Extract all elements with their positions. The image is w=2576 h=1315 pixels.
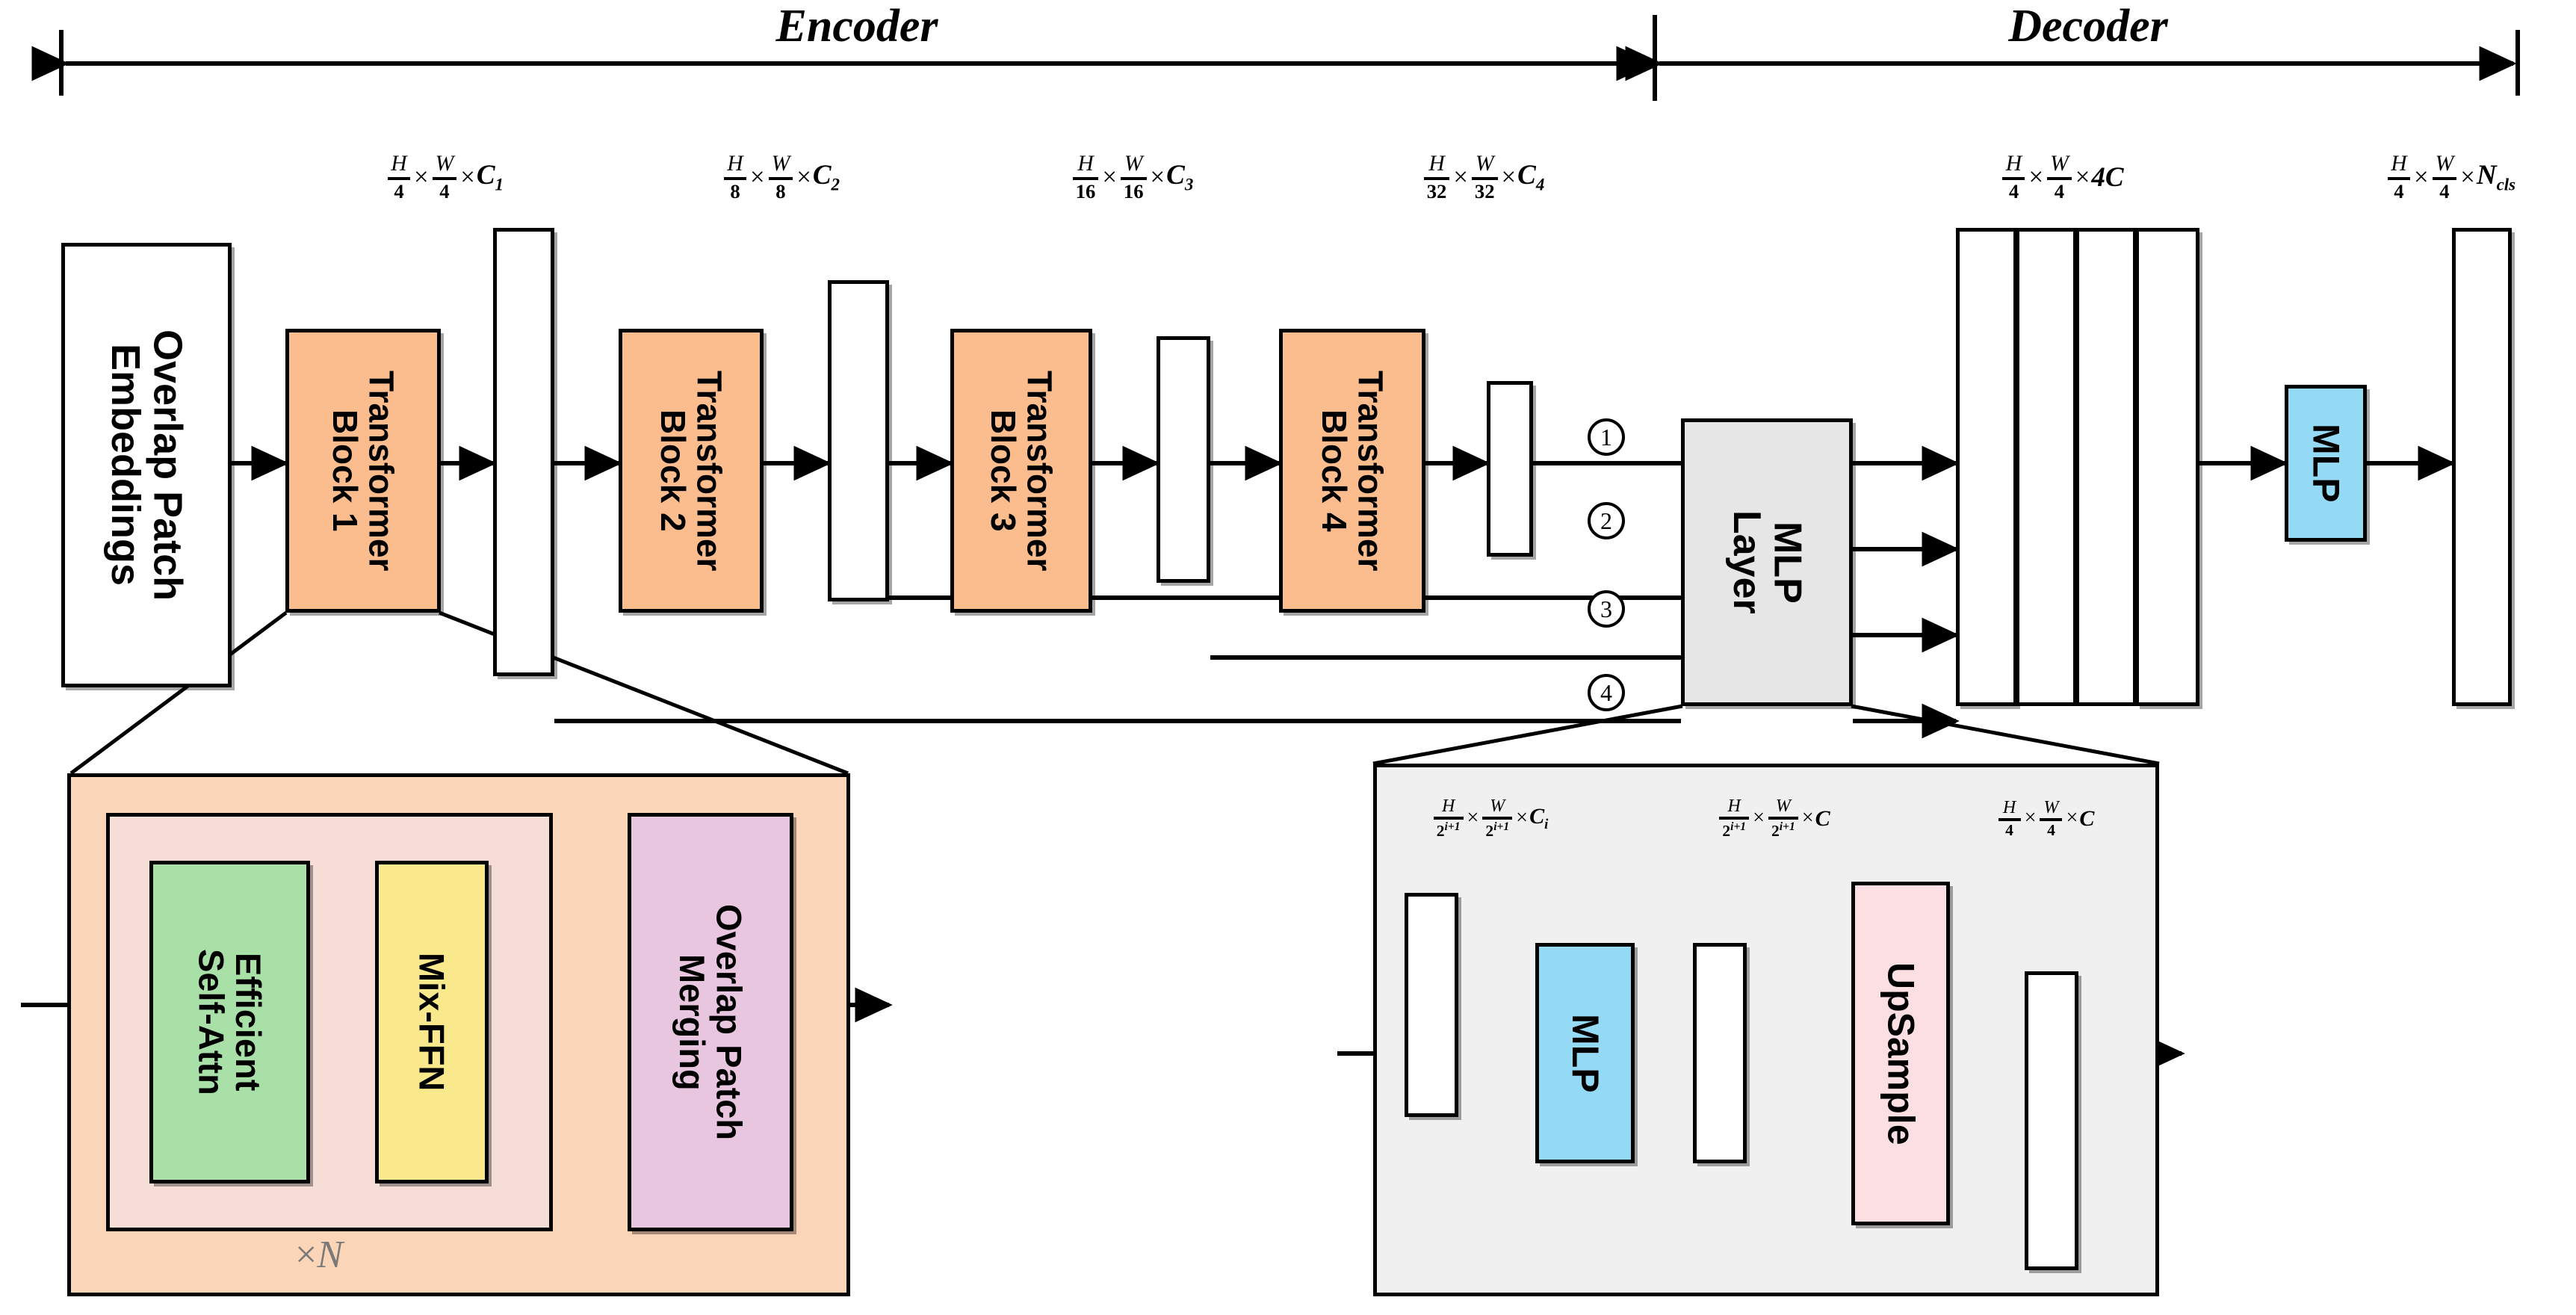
overlap-patch-merging-block[interactable]: Overlap Patch Merging xyxy=(628,813,793,1231)
stage1-feature-bar xyxy=(493,228,554,676)
efficient-self-attn-label: Efficient Self-Attn xyxy=(191,949,268,1095)
stage2-feature-bar xyxy=(828,280,889,601)
upsample-label: UpSample xyxy=(1880,962,1922,1145)
transformer-block-1-label: Transformer Block 1 xyxy=(326,370,401,572)
decoder-mlp-head-label: MLP xyxy=(2305,424,2347,503)
skip-marker-3: 3 xyxy=(1588,590,1625,628)
skip-marker-1: 1 xyxy=(1588,418,1625,456)
overlap-patch-merging-label: Overlap Patch Merging xyxy=(672,903,749,1141)
mix-ffn-block[interactable]: Mix-FFN xyxy=(375,861,489,1184)
mlp-detail-dimension-1: H 2i+1 × W 2i+1 × Ci xyxy=(1373,776,1606,861)
transformer-block-3[interactable]: Transformer Block 3 xyxy=(950,329,1092,613)
mlp-detail-output-bar xyxy=(2025,971,2078,1270)
decoder-output-bar xyxy=(2452,228,2512,706)
mlp-layer-label: MLP Layer xyxy=(1725,510,1809,614)
mix-ffn-label: Mix-FFN xyxy=(412,953,452,1092)
skip-marker-2: 2 xyxy=(1588,502,1625,539)
encoder-section-label: Encoder xyxy=(775,1,938,52)
transformer-block-3-label: Transformer Block 3 xyxy=(984,370,1059,572)
transformer-block-4-label: Transformer Block 4 xyxy=(1315,370,1390,572)
stage4-feature-bar xyxy=(1487,381,1533,557)
mlp-detail-dimension-2: H 2i+1 × W 2i+1 × C xyxy=(1657,776,1890,861)
mlp-detail-mlp-label: MLP xyxy=(1564,1013,1606,1093)
mlp-detail-mlp-block[interactable]: MLP xyxy=(1535,943,1635,1163)
decoder-section-label: Decoder xyxy=(2008,1,2168,52)
decoder-concat-bar-4 xyxy=(2135,228,2199,706)
decoder-concat-bar-1 xyxy=(1956,228,2017,706)
mlp-detail-input-bar xyxy=(1405,893,1458,1117)
overlap-patch-embeddings-block[interactable]: Overlap Patch Embeddings xyxy=(61,243,232,687)
decoder-concat-bar-2 xyxy=(2016,228,2077,706)
mlp-layer-block[interactable]: MLP Layer xyxy=(1681,418,1853,706)
decoder-concat-bar-3 xyxy=(2075,228,2137,706)
skip-marker-4: 4 xyxy=(1588,674,1625,711)
decoder-mlp-head-block[interactable]: MLP xyxy=(2285,385,2367,542)
repeat-n-label: ×N xyxy=(295,1234,344,1276)
transformer-block-2-label: Transformer Block 2 xyxy=(654,370,729,572)
stage3-feature-bar xyxy=(1157,336,1210,583)
transformer-block-1[interactable]: Transformer Block 1 xyxy=(285,329,441,613)
overlap-patch-embeddings-label: Overlap Patch Embeddings xyxy=(103,329,191,601)
mlp-detail-mid-bar xyxy=(1693,943,1747,1163)
transformer-block-4[interactable]: Transformer Block 4 xyxy=(1279,329,1425,613)
efficient-self-attn-block[interactable]: Efficient Self-Attn xyxy=(149,861,310,1184)
transformer-block-2[interactable]: Transformer Block 2 xyxy=(619,329,764,613)
upsample-block[interactable]: UpSample xyxy=(1851,882,1950,1225)
